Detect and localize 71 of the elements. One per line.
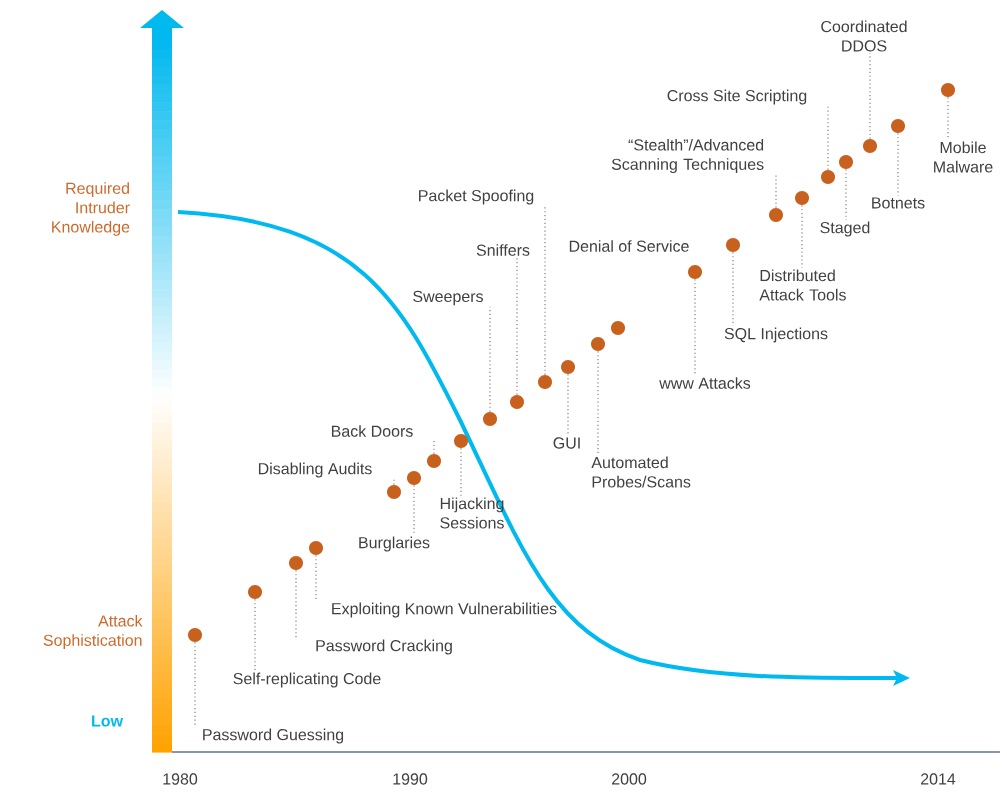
- event-dot: [561, 360, 575, 374]
- event-dot: [454, 434, 468, 448]
- event-dot: [795, 191, 809, 205]
- event-dot: [941, 83, 955, 97]
- leader-line: [460, 447, 462, 497]
- event-label: “Stealth”/Advanced Scanning Techniques: [611, 138, 764, 174]
- leader-line: [393, 478, 395, 486]
- event-label: Coordinated DDOS: [821, 20, 907, 52]
- event-label: Disabling Audits: [258, 462, 372, 478]
- leader-line: [947, 96, 949, 141]
- leader-line: [413, 484, 415, 536]
- event-label: Cross Site Scripting: [667, 89, 807, 105]
- leader-line: [897, 132, 899, 197]
- event-label: Automated Probes/Scans: [591, 456, 691, 488]
- leader-line: [544, 205, 546, 376]
- event-dot: [538, 375, 552, 389]
- event-label: GUI: [553, 437, 580, 449]
- leader-line: [694, 278, 696, 377]
- leader-line: [827, 105, 829, 171]
- axis-label: Required Intruder Knowledge: [52, 182, 130, 236]
- event-label: SQL Injections: [724, 327, 828, 343]
- event-label: Distributed Attack Tools: [759, 269, 846, 301]
- leader-line: [194, 641, 196, 728]
- year-label: 1980: [163, 773, 198, 785]
- event-dot: [591, 337, 605, 351]
- leader-line: [775, 174, 777, 209]
- axis-label: Attack Sophistication: [43, 614, 143, 650]
- event-label: Burglaries: [359, 536, 430, 552]
- leader-line: [869, 52, 871, 140]
- event-label: Packet Spoofing: [419, 189, 534, 205]
- event-dot: [611, 321, 625, 335]
- year-label: 2014: [921, 773, 956, 785]
- event-dot: [510, 395, 524, 409]
- leader-line: [516, 256, 518, 396]
- event-dot: [863, 139, 877, 153]
- axis-label: Low: [92, 715, 124, 727]
- event-dot: [483, 412, 497, 426]
- event-dot: [726, 238, 740, 252]
- event-dot: [407, 471, 421, 485]
- event-label: Sweepers: [413, 290, 483, 306]
- event-dot: [248, 585, 262, 599]
- year-label: 1990: [393, 773, 428, 785]
- year-label: 2000: [612, 773, 647, 785]
- event-label: www Attacks: [659, 377, 751, 389]
- event-dot: [769, 208, 783, 222]
- event-label: Mobile Malware: [934, 141, 993, 173]
- leader-line: [567, 373, 569, 437]
- event-label: Botnets: [872, 197, 925, 209]
- event-dot: [387, 485, 401, 499]
- event-dot: [891, 119, 905, 133]
- leader-line: [845, 168, 847, 221]
- event-dot: [188, 628, 202, 642]
- leader-line: [597, 350, 599, 456]
- leader-line: [732, 251, 734, 327]
- leader-line: [295, 569, 297, 639]
- leader-line: [489, 306, 491, 413]
- event-label: Staged: [820, 221, 870, 237]
- event-dot: [821, 170, 835, 184]
- event-label: Self-replicating Code: [233, 672, 381, 688]
- event-dot: [839, 155, 853, 169]
- leader-line: [801, 204, 803, 269]
- event-label: Password Cracking: [316, 639, 452, 655]
- event-label: Denial of Service: [569, 240, 689, 252]
- event-dot: [309, 541, 323, 555]
- event-label: Back Doors: [332, 425, 413, 437]
- event-dot: [289, 556, 303, 570]
- event-label: Exploiting Known Vulnerabilities: [332, 602, 557, 618]
- event-label: Sniffers: [476, 244, 530, 256]
- event-dot: [427, 454, 441, 468]
- event-label: Password Guessing: [203, 728, 344, 744]
- event-dot: [688, 265, 702, 279]
